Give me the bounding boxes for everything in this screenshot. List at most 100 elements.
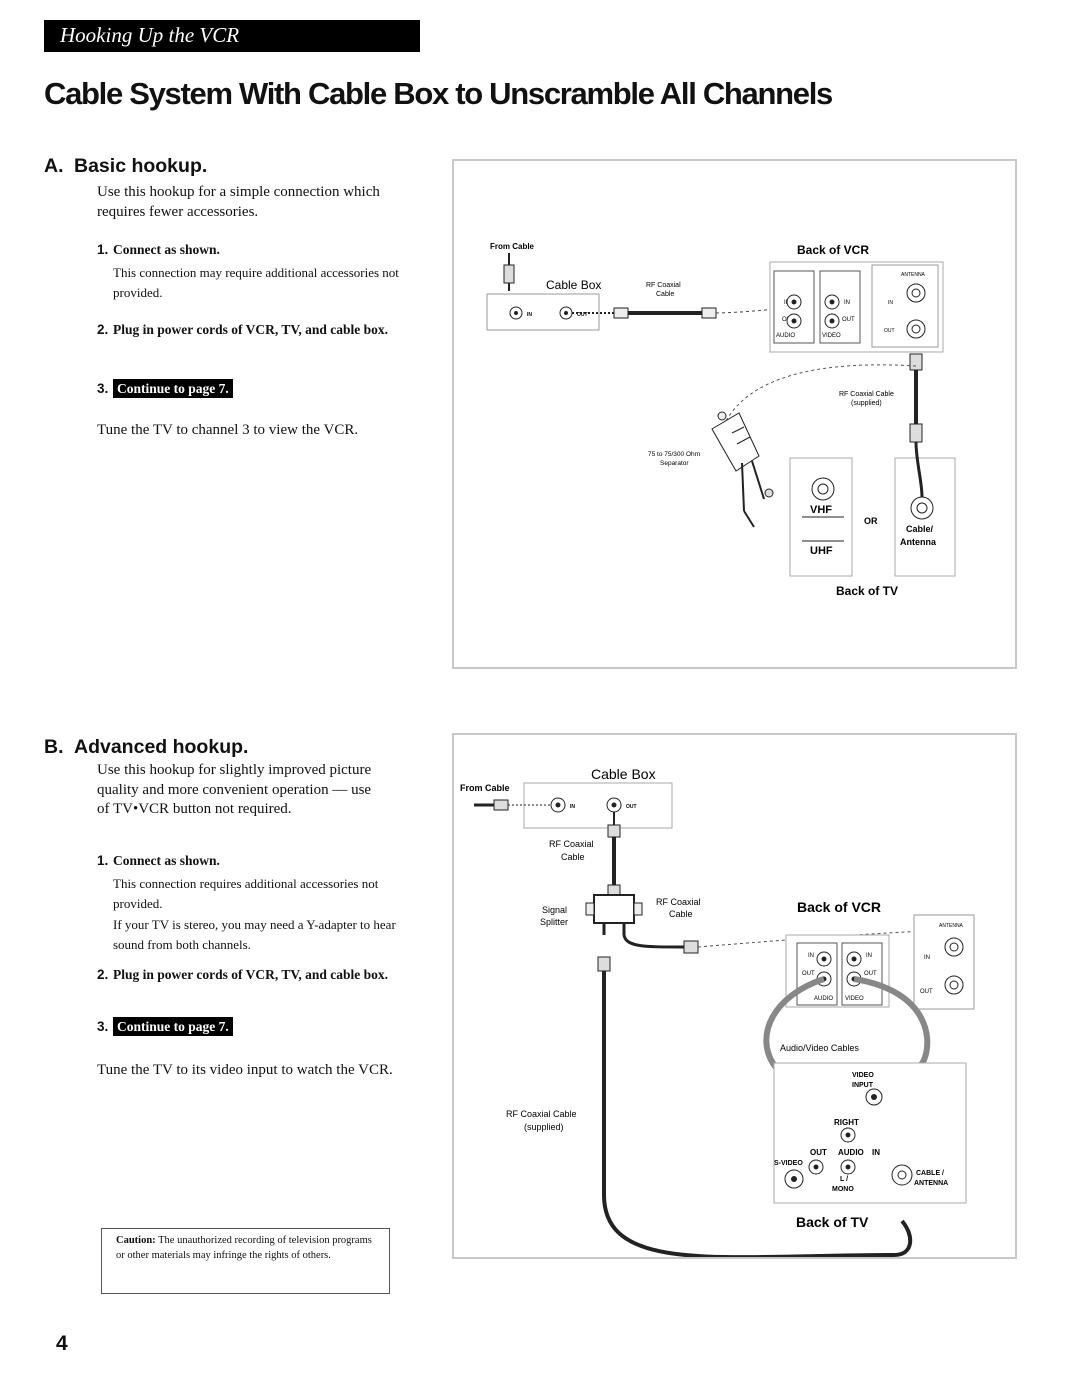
section-tab: Hooking Up the VCR xyxy=(44,20,420,52)
label-vcr-in: IN xyxy=(844,300,850,306)
section-tab-label: Hooking Up the VCR xyxy=(60,23,240,47)
vcr-audio-jack-icon xyxy=(816,951,832,967)
label-antenna: ANTENNA xyxy=(914,1180,948,1187)
label-vcr-in: IN xyxy=(924,955,930,961)
section-b-closing: Tune the TV to its video input to watch … xyxy=(97,1062,393,1078)
section-b-intro: Use this hookup for slightly improved pi… xyxy=(97,762,372,817)
label-antenna: ANTENNA xyxy=(901,272,926,278)
rf-plug-icon xyxy=(683,940,699,954)
vcr-audio-jack-icon xyxy=(786,313,802,329)
label-cable-box: Cable Box xyxy=(591,766,656,782)
label-vcr-out: OUT xyxy=(842,317,855,323)
label-antenna: Antenna xyxy=(900,537,937,547)
label-cable-box: Cable Box xyxy=(546,278,601,292)
label-in: IN xyxy=(872,1148,880,1157)
rf-plug-icon xyxy=(607,884,621,896)
cable-box-in-jack-icon xyxy=(509,306,523,320)
label-vcr-in: IN xyxy=(888,300,893,306)
diagram-b: Cable Box From Cable IN OUT RF Coaxial C… xyxy=(452,733,1017,1259)
label-separator-ohm: 75 to 75/300 Ohm xyxy=(648,451,700,458)
tv-vhf-jack-icon xyxy=(811,477,835,501)
step-title: Connect as shown. xyxy=(113,242,220,257)
caution-box: Caution: The unauthorized recording of t… xyxy=(101,1228,390,1294)
tv-back-panel xyxy=(773,1062,967,1204)
vcr-video-jack-icon xyxy=(824,294,840,310)
label-cable-box-out: OUT xyxy=(577,312,588,318)
step-title: Plug in power cords of VCR, TV, and cabl… xyxy=(113,322,389,337)
label-out: OUT xyxy=(810,1148,827,1157)
step-number: 1. xyxy=(97,853,109,868)
label-cable: CABLE / xyxy=(916,1170,944,1177)
section-b-step-2: 2.Plug in power cords of VCR, TV, and ca… xyxy=(97,965,397,985)
label-vcr-out: OUT xyxy=(802,971,815,977)
label-uhf: UHF xyxy=(810,545,833,557)
label-from-cable: From Cable xyxy=(460,783,510,793)
vcr-antenna-out-jack-icon xyxy=(906,319,926,339)
label-separator: Separator xyxy=(660,460,689,467)
page-title: Cable System With Cable Box to Unscrambl… xyxy=(44,76,833,111)
section-a-step-3: 3.Continue to page 7. xyxy=(97,379,397,399)
label-back-of-tv: Back of TV xyxy=(836,584,898,598)
label-right: RIGHT xyxy=(834,1118,859,1127)
step-number: 2. xyxy=(97,322,109,337)
incoming-cable-connector-icon xyxy=(474,799,551,811)
label-av-cables: Audio/Video Cables xyxy=(780,1043,859,1053)
signal-splitter-icon xyxy=(585,894,643,935)
label-audio: AUDIO xyxy=(776,333,795,339)
section-b-heading: B.Advanced hookup. xyxy=(44,736,248,759)
diagram-b-drawing: Cable Box From Cable IN OUT RF Coaxial C… xyxy=(460,766,975,1257)
label-back-of-vcr: Back of VCR xyxy=(797,243,869,257)
label-supplied: (supplied) xyxy=(851,400,882,407)
label-rf-coaxial: RF Coaxial xyxy=(646,282,681,289)
cable-box-out-jack-icon xyxy=(606,797,622,813)
label-audio: AUDIO xyxy=(838,1148,864,1157)
section-a-title: Basic hookup. xyxy=(74,155,208,177)
vcr-antenna-in-jack-icon xyxy=(944,937,964,957)
label-splitter: Splitter xyxy=(540,917,568,927)
tv-audio-right-jack-icon xyxy=(840,1127,856,1143)
label-rf-cable: Cable xyxy=(669,909,693,919)
step-number: 1. xyxy=(97,242,109,257)
caution-label: Caution: xyxy=(116,1235,156,1246)
section-b-step-1: 1. Connect as shown. xyxy=(97,851,397,871)
rf-plug-icon xyxy=(909,423,923,443)
continue-to-page-link[interactable]: Continue to page 7. xyxy=(113,379,233,398)
label-rf-coaxial: RF Coaxial xyxy=(549,839,594,849)
tv-s-video-jack-icon xyxy=(784,1169,804,1189)
label-rf-coaxial: RF Coaxial xyxy=(656,897,701,907)
label-l: L / xyxy=(840,1176,848,1183)
separator-icon xyxy=(711,411,774,528)
section-b-title: Advanced hookup. xyxy=(74,736,249,758)
diagram-a: From Cable Cable Box IN OUT RF Coaxial C… xyxy=(452,159,1017,669)
incoming-cable-connector-icon xyxy=(503,253,515,291)
section-b-step-1-note: This connection requires additional acce… xyxy=(113,876,379,911)
rf-plug-icon xyxy=(607,824,621,838)
section-a-closing: Tune the TV to channel 3 to view the VCR… xyxy=(97,422,359,438)
section-b-step-3: 3.Continue to page 7. xyxy=(97,1017,397,1037)
vcr-audio-jack-icon xyxy=(786,294,802,310)
page-number: 4 xyxy=(56,1332,68,1355)
step-title: Connect as shown. xyxy=(113,853,220,868)
rf-plug-icon xyxy=(597,956,611,972)
vcr-antenna-out-jack-icon xyxy=(944,975,964,995)
label-video: VIDEO xyxy=(845,996,864,1002)
caution-text: The unauthorized recording of television… xyxy=(116,1235,372,1261)
vcr-video-jack-icon xyxy=(846,951,862,967)
step-number: 2. xyxy=(97,967,109,982)
section-b-step-1-note-2: If your TV is stereo, you may need a Y-a… xyxy=(113,917,396,952)
label-video-input-2: INPUT xyxy=(852,1082,874,1089)
vcr-audio-group xyxy=(796,942,838,1006)
label-back-of-vcr: Back of VCR xyxy=(797,899,881,915)
label-rf-cable: Cable xyxy=(656,291,674,298)
continue-to-page-link[interactable]: Continue to page 7. xyxy=(113,1017,233,1036)
label-audio: AUDIO xyxy=(814,996,833,1002)
cable-box xyxy=(523,782,673,829)
label-rf-cable: Cable xyxy=(561,852,585,862)
label-supplied: (supplied) xyxy=(524,1122,564,1132)
label-vhf: VHF xyxy=(810,504,832,516)
label-vcr-in: IN xyxy=(808,953,814,959)
rf-plug-icon xyxy=(701,307,717,319)
label-antenna: ANTENNA xyxy=(939,923,964,929)
rf-cable-to-vcr xyxy=(622,934,685,949)
label-vcr-out: OUT xyxy=(884,328,895,334)
